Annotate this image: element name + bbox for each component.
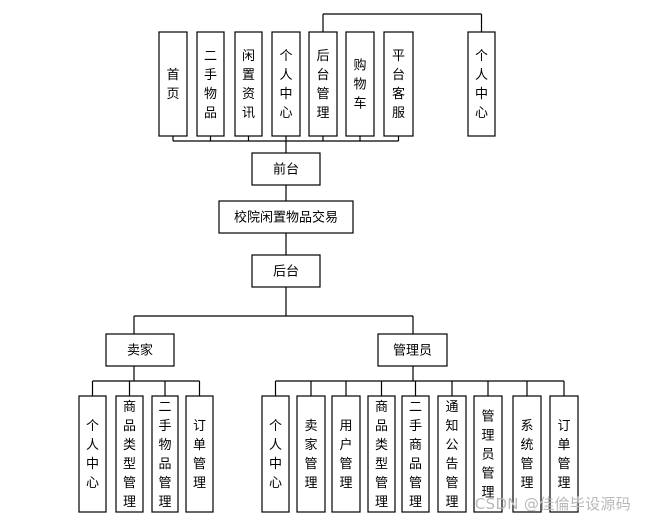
admin-module-0-box — [261, 395, 290, 513]
admin-module-6-label: 管理员管理 — [481, 410, 494, 501]
front-node-box — [251, 152, 321, 186]
admin-module-3-box — [367, 395, 396, 513]
admin-module-2-label: 用户管理 — [339, 419, 352, 491]
front-module-5-box — [345, 31, 375, 137]
front-module-0-label: 首页 — [166, 68, 179, 102]
front-module-2-box — [234, 31, 263, 137]
seller-node-label: 卖家 — [127, 343, 153, 359]
connector-lines — [91, 13, 565, 396]
admin-module-5-box — [437, 395, 467, 513]
seller-module-3: 订单管理 — [185, 395, 214, 513]
front-extra-module-box — [467, 31, 496, 137]
admin-module-1: 卖家管理 — [296, 395, 326, 513]
front-extra-module-label: 个人中心 — [475, 49, 488, 121]
diagram-nodes: 首页二手物品闲置资讯个人中心后台管理购物车平台客服个人中心前台校院闲置物品交易后… — [78, 31, 579, 513]
back-node-box — [251, 254, 321, 288]
admin-module-6: 管理员管理 — [473, 395, 503, 513]
seller-module-0-box — [78, 395, 107, 513]
admin-module-7-label: 系统管理 — [520, 419, 533, 491]
admin-node: 管理员 — [377, 333, 448, 367]
seller-module-3-box — [185, 395, 214, 513]
admin-module-3: 商品类型管理 — [367, 395, 396, 513]
seller-module-2: 二手物品管理 — [151, 395, 179, 513]
back-node: 后台 — [251, 254, 321, 288]
admin-module-6-box — [473, 395, 503, 513]
admin-node-label: 管理员 — [393, 344, 432, 359]
admin-node-box — [377, 333, 448, 367]
seller-module-0-label: 个人中心 — [86, 419, 99, 491]
root-node: 校院闲置物品交易 — [218, 200, 354, 234]
seller-module-1-label: 商品类型管理 — [123, 400, 136, 510]
seller-node: 卖家 — [105, 333, 175, 367]
front-module-6-label: 平台客服 — [392, 49, 405, 121]
front-module-5-label: 购物车 — [353, 58, 366, 112]
front-module-3-label: 个人中心 — [279, 49, 292, 121]
back-node-label: 后台 — [273, 265, 299, 280]
front-node: 前台 — [251, 152, 321, 186]
csdn-watermark: CSDN @佳倫毕设源码 — [474, 495, 631, 513]
front-module-6: 平台客服 — [383, 31, 414, 137]
admin-module-0-label: 个人中心 — [269, 419, 282, 491]
admin-module-5: 通知公告管理 — [437, 395, 467, 513]
seller-module-0: 个人中心 — [78, 395, 107, 513]
seller-node-box — [105, 333, 175, 367]
admin-module-4-label: 二手商品管理 — [409, 400, 422, 510]
front-module-4-label: 后台管理 — [316, 49, 329, 121]
admin-module-8-box — [549, 395, 579, 513]
seller-module-1-box — [115, 395, 144, 513]
front-module-6-box — [383, 31, 414, 137]
admin-module-8: 订单管理 — [549, 395, 579, 513]
front-module-2-label: 闲置资讯 — [242, 49, 255, 121]
front-module-4-box — [308, 31, 338, 137]
front-module-4: 后台管理 — [308, 31, 338, 137]
front-module-1-label: 二手物品 — [204, 49, 217, 121]
admin-module-1-label: 卖家管理 — [304, 419, 317, 491]
seller-module-1: 商品类型管理 — [115, 395, 144, 513]
front-module-3-box — [271, 31, 301, 137]
front-module-2: 闲置资讯 — [234, 31, 263, 137]
admin-module-2: 用户管理 — [331, 395, 361, 513]
root-node-box — [218, 200, 354, 234]
admin-module-3-label: 商品类型管理 — [375, 400, 388, 510]
admin-module-7-box — [512, 395, 542, 513]
front-module-1-box — [196, 31, 225, 137]
front-module-0: 首页 — [158, 31, 188, 137]
admin-module-2-box — [331, 395, 361, 513]
admin-module-7: 系统管理 — [512, 395, 542, 513]
admin-module-4-box — [401, 395, 430, 513]
front-extra-module: 个人中心 — [467, 31, 496, 137]
front-module-1: 二手物品 — [196, 31, 225, 137]
front-module-5: 购物车 — [345, 31, 375, 137]
admin-module-1-box — [296, 395, 326, 513]
front-module-3: 个人中心 — [271, 31, 301, 137]
admin-module-4: 二手商品管理 — [401, 395, 430, 513]
admin-module-0: 个人中心 — [261, 395, 290, 513]
seller-module-3-label: 订单管理 — [193, 419, 206, 491]
root-node-label: 校院闲置物品交易 — [234, 210, 338, 226]
admin-module-8-label: 订单管理 — [557, 419, 570, 491]
front-node-label: 前台 — [273, 162, 299, 178]
seller-module-2-label: 二手物品管理 — [158, 400, 171, 510]
admin-module-5-label: 通知公告管理 — [445, 400, 458, 510]
seller-module-2-box — [151, 395, 179, 513]
front-module-0-box — [158, 31, 188, 137]
